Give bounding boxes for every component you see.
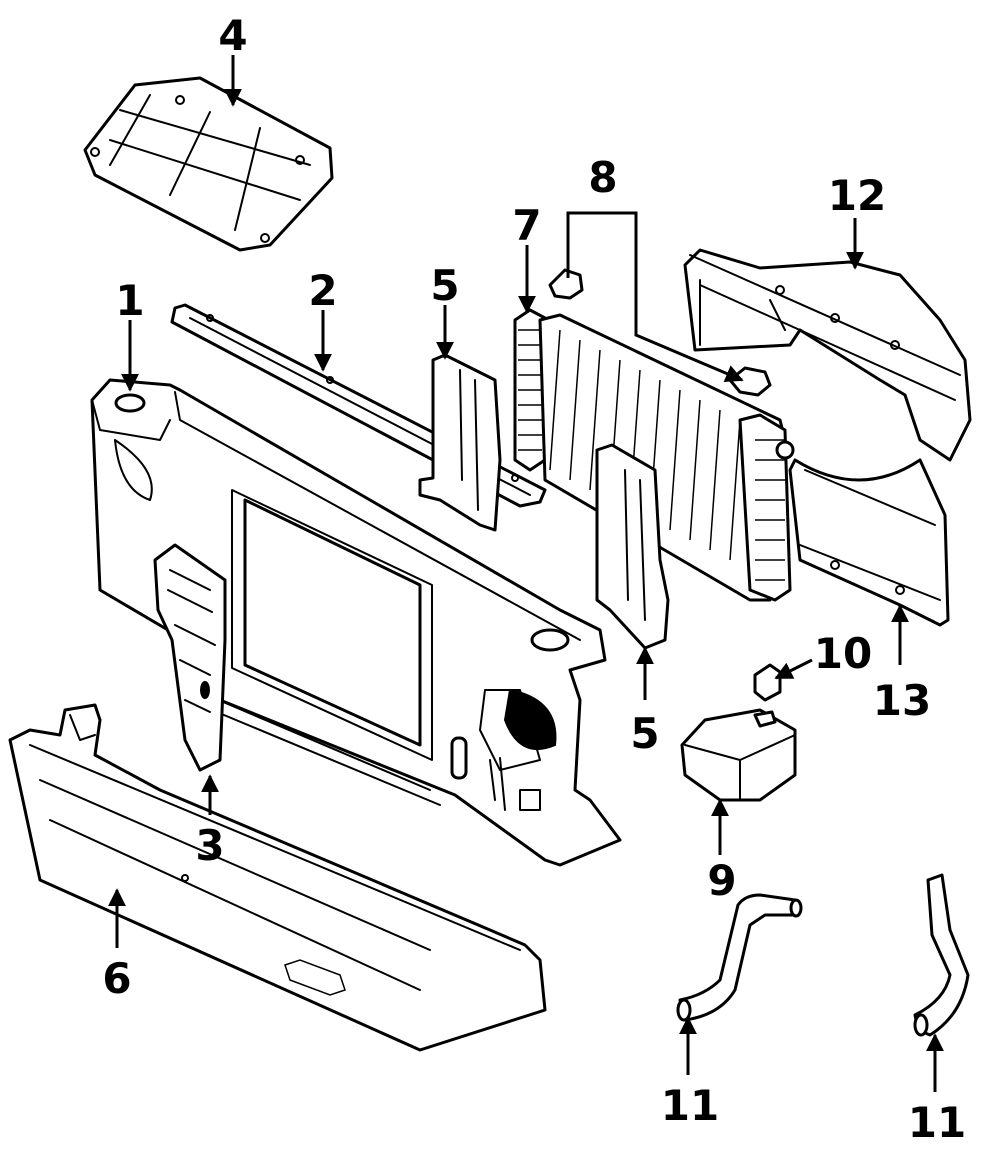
callout-1: 1 (115, 276, 144, 325)
upper-hose-part (913, 873, 970, 1037)
callout-6: 6 (102, 954, 131, 1003)
callout-11: 11 (908, 1098, 966, 1147)
coolant-reservoir-part (680, 708, 797, 802)
callout-13: 12 (828, 171, 886, 220)
callout-2: 2 (308, 266, 337, 315)
callout-8: 8 (588, 153, 617, 202)
side-baffle-upper-part (418, 353, 502, 532)
callout-12: 11 (661, 1081, 719, 1130)
callout-4: 4 (218, 11, 247, 60)
callout-7: 7 (512, 201, 541, 250)
air-deflector-part (8, 703, 547, 1052)
callout-9: 9 (707, 856, 736, 905)
bracket-part (153, 543, 227, 772)
reservoir-cap-part (753, 663, 782, 702)
lower-hose-part (676, 893, 803, 1022)
callout-5-lower: 5 (630, 709, 659, 758)
side-baffle-lower-part (595, 443, 670, 650)
callout-14: 13 (873, 676, 931, 725)
callout-5-upper: 5 (430, 261, 459, 310)
callout-10: 10 (814, 629, 872, 678)
callout-labels: 4 1 2 5 7 8 12 10 13 5 3 9 6 11 11 (102, 11, 966, 1147)
lower-shroud-part (788, 458, 950, 627)
upper-shroud-part (683, 248, 972, 462)
callout-3: 3 (195, 821, 224, 870)
radiator-support-part (90, 378, 622, 867)
radiator-part (513, 308, 795, 602)
upper-baffle-part (83, 76, 334, 252)
leader-lines (108, 55, 944, 1092)
